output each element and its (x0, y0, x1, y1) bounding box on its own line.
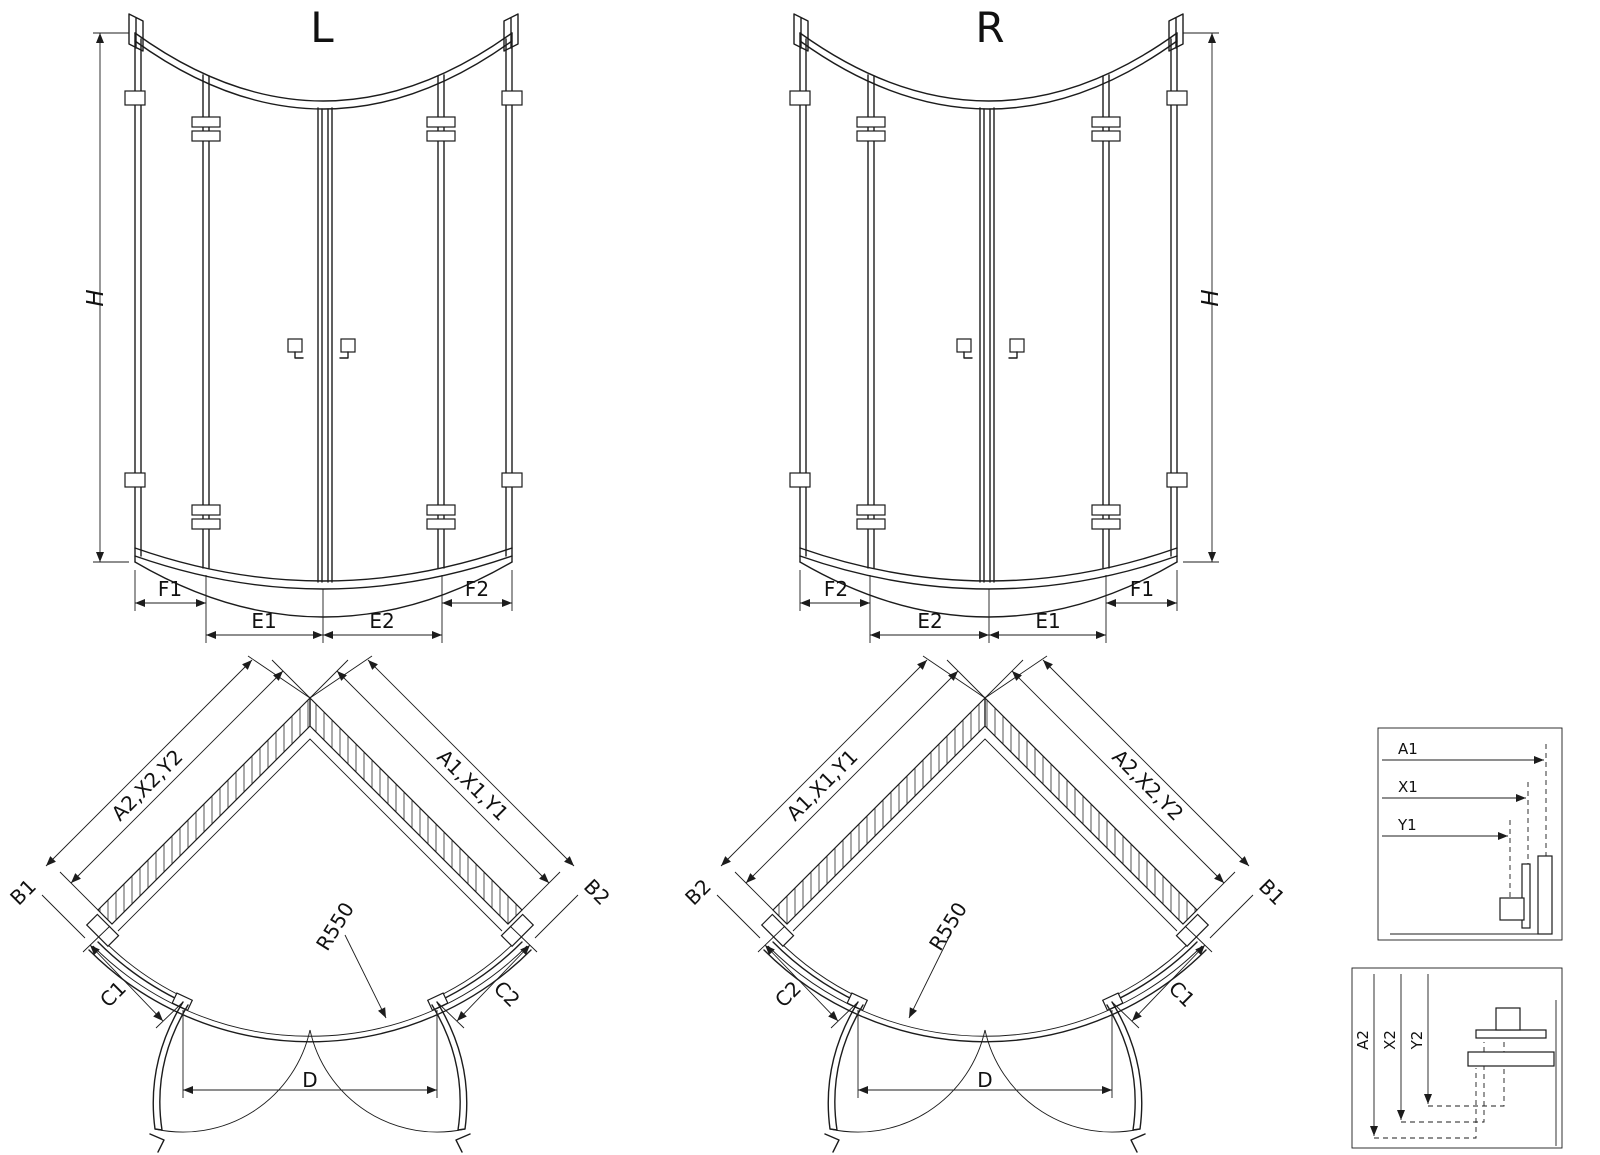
wall-dim-label-left: A1,X1,Y1 (782, 745, 863, 826)
detail-label-y2: Y2 (1408, 1031, 1426, 1051)
detail-frame (1377, 727, 1563, 941)
side-dim-label-left: B1 (5, 874, 41, 910)
door-width-label: D (302, 1068, 317, 1092)
radius-label: R550 (924, 898, 972, 955)
front-view-right: R H F2 E2 E1 F1 (790, 3, 1224, 643)
detail-label-x1: X1 (1398, 778, 1418, 796)
plan-view-left: A2,X2,Y2 A1,X1,Y1 B1 B2 C1 C2 R550 D (5, 656, 615, 1152)
side-dim-label-right: B1 (1254, 874, 1290, 910)
detail-label-x2: X2 (1381, 1030, 1399, 1050)
dim-label-f2: F2 (465, 577, 489, 601)
front-view-left: L H F1 E1 E2 F2 (83, 3, 522, 643)
detail-label-a1: A1 (1398, 740, 1418, 758)
variant-title-left: L (310, 3, 334, 52)
wall-dim-label-left: A2,X2,Y2 (107, 745, 188, 826)
dim-label-e2: E2 (917, 609, 942, 633)
dim-label-e1: E1 (1035, 609, 1060, 633)
wall-dim-label-right: A2,X2,Y2 (1107, 745, 1188, 826)
profile-section-top (1390, 855, 1553, 935)
radius-label: R550 (311, 898, 359, 955)
dim-label-f1: F1 (158, 577, 182, 601)
detail-label-y1: Y1 (1397, 816, 1417, 834)
dim-label-e1: E1 (251, 609, 276, 633)
detail-label-a2: A2 (1354, 1030, 1372, 1050)
dim-label-e2: E2 (369, 609, 394, 633)
height-label-right: H (1198, 289, 1224, 306)
detail-frame (1351, 967, 1563, 1149)
dim-label-f2: F2 (824, 577, 848, 601)
detail-vertical-dims: A2 X2 Y2 (1351, 967, 1563, 1149)
detail-horizontal-dims: A1 X1 Y1 (1377, 727, 1563, 941)
height-label-left: H (83, 289, 109, 306)
dim-label-f1: F1 (1130, 577, 1154, 601)
profile-section-bottom (1467, 1000, 1557, 1146)
wall-dim-label-right: A1,X1,Y1 (432, 745, 513, 826)
variant-title-right: R (975, 3, 1004, 52)
door-width-label: D (977, 1068, 992, 1092)
side-dim-label-left: B2 (680, 874, 716, 910)
side-dim-label-right: B2 (579, 874, 615, 910)
plan-view-right: A1,X1,Y1 A2,X2,Y2 B2 B1 C2 C1 R550 D (680, 656, 1290, 1152)
